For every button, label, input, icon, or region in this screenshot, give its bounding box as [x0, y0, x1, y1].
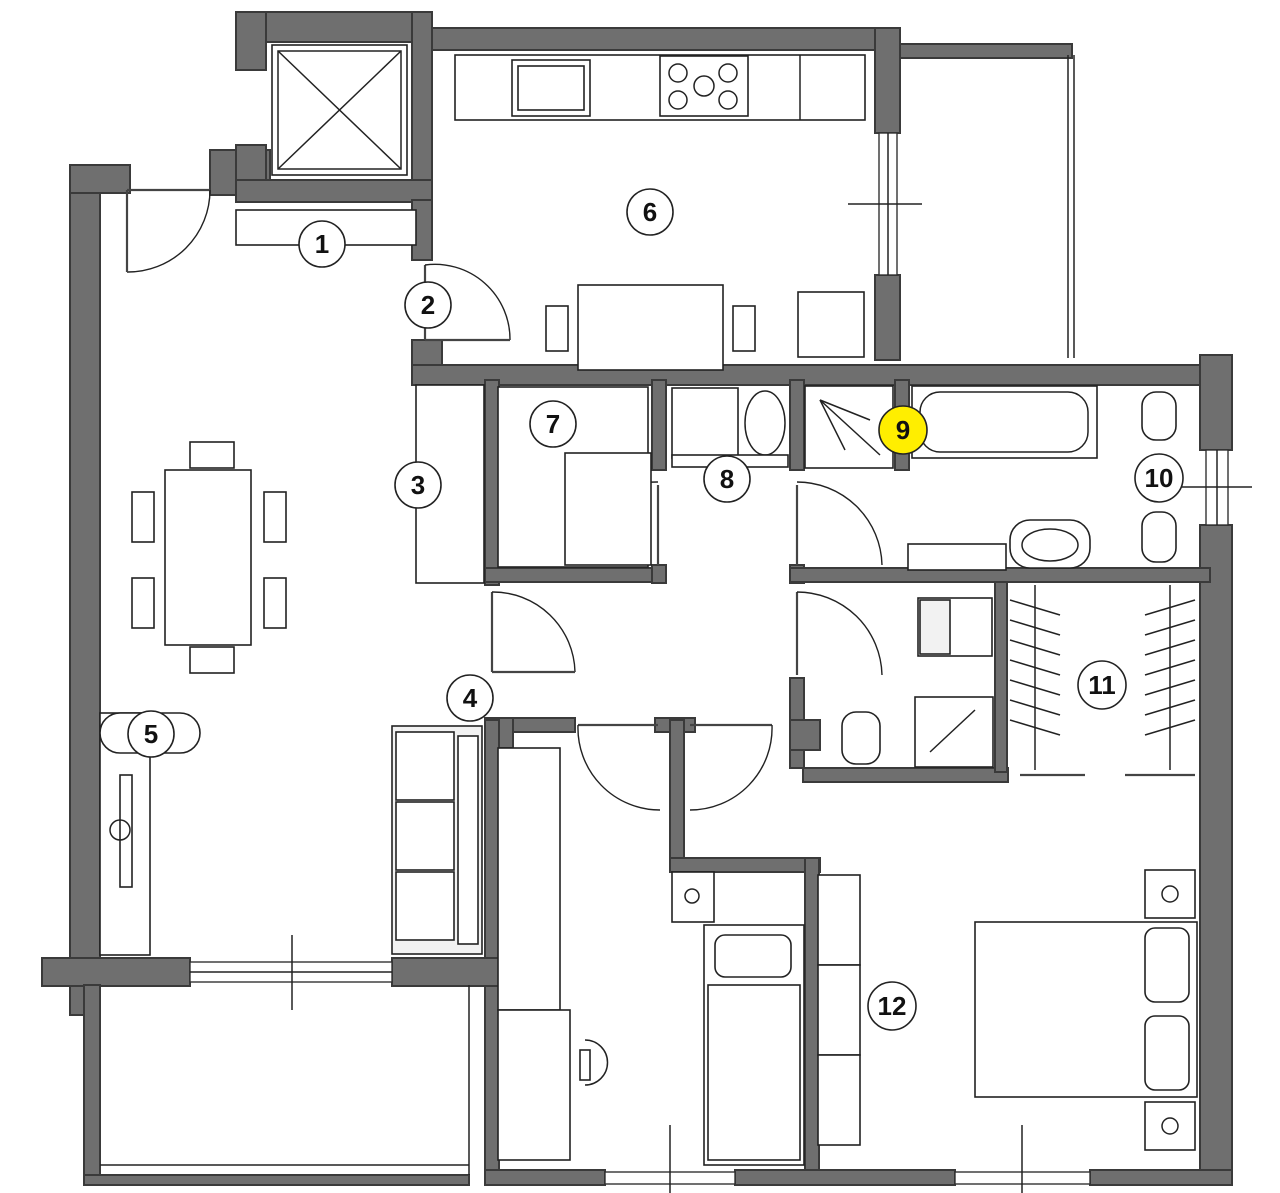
svg-text:3: 3	[411, 470, 425, 500]
bedroom-furniture	[497, 747, 1198, 1166]
kitchen-furniture	[454, 54, 866, 371]
svg-text:9: 9	[896, 415, 910, 445]
label-3: 3	[394, 461, 442, 509]
label-12: 12	[867, 981, 917, 1031]
windows	[100, 55, 1252, 1193]
label-11: 11	[1077, 660, 1127, 710]
label-10: 10	[1134, 453, 1184, 503]
bathroom-furniture	[804, 385, 1177, 571]
elevator	[271, 44, 408, 176]
label-9: 9	[878, 405, 928, 455]
svg-text:12: 12	[878, 991, 907, 1021]
closet-furniture	[1009, 585, 1196, 777]
svg-text:7: 7	[546, 409, 560, 439]
room-labels: 1 2 3 4 5 6 7 8	[127, 188, 1184, 1031]
label-1: 1	[298, 220, 346, 268]
label-2: 2	[404, 281, 452, 329]
svg-text:11: 11	[1088, 670, 1116, 700]
svg-text:1: 1	[315, 229, 329, 259]
svg-text:4: 4	[463, 683, 478, 713]
label-5: 5	[127, 710, 175, 758]
label-7: 7	[529, 400, 577, 448]
label-4: 4	[446, 674, 494, 722]
small-bath-furniture	[841, 597, 994, 768]
label-8: 8	[703, 455, 751, 503]
laundry-furniture	[497, 386, 789, 568]
label-6: 6	[626, 188, 674, 236]
svg-text:2: 2	[421, 290, 435, 320]
living-furniture	[99, 209, 485, 956]
svg-text:5: 5	[144, 719, 158, 749]
svg-text:6: 6	[643, 197, 657, 227]
svg-text:10: 10	[1145, 463, 1174, 493]
svg-text:8: 8	[720, 464, 734, 494]
